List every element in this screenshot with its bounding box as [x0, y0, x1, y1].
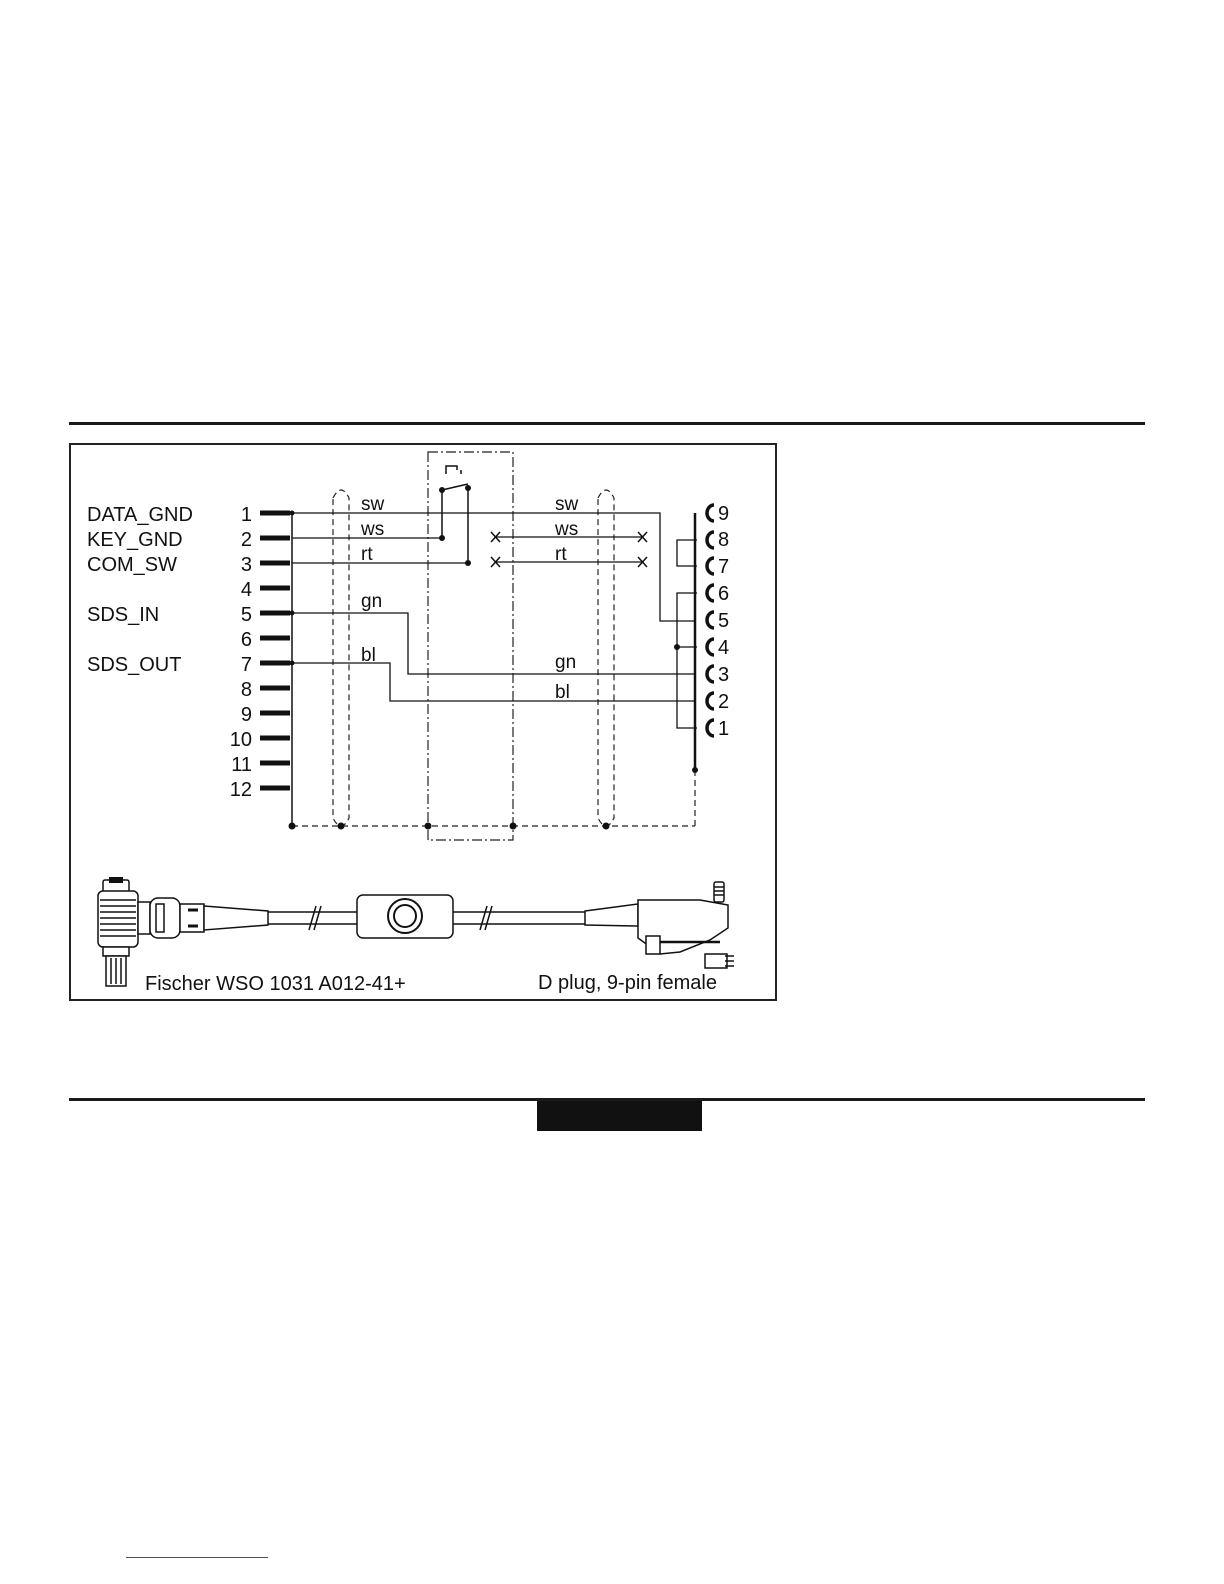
right-cable-shield	[598, 490, 614, 826]
switch-symbol	[442, 466, 468, 563]
wire-label-gn-right: gn	[555, 652, 576, 673]
right-pin-5: 5	[718, 610, 729, 632]
signal-com-sw: COM_SW	[87, 554, 177, 576]
wire-label-bl-right: bl	[555, 682, 570, 703]
wire-label-bl-left: bl	[361, 645, 376, 666]
left-pin-3: 3	[241, 554, 252, 576]
wire-label-rt-right: rt	[555, 544, 567, 565]
signal-key-gnd: KEY_GND	[87, 529, 183, 551]
wires	[292, 513, 695, 701]
fischer-plug-icon	[98, 877, 268, 986]
wire-label-ws-right: ws	[554, 519, 578, 540]
right-pin-9: 9	[718, 503, 729, 525]
wire-label-gn-left: gn	[361, 591, 382, 612]
left-pin-10: 10	[230, 729, 252, 751]
left-pin-bars	[260, 513, 290, 788]
right-pin-4: 4	[718, 637, 729, 659]
wire-label-sw-left: sw	[361, 494, 385, 515]
left-cable-shield	[333, 490, 349, 826]
left-pin-12: 12	[230, 779, 252, 801]
wire-label-ws-left: ws	[360, 519, 384, 540]
switch-housing	[428, 452, 513, 840]
cable-illustration	[98, 877, 734, 986]
signal-sds-in: SDS_IN	[87, 604, 159, 626]
left-pin-numbers: 1 2 3 4 5 6 7 8 9 10 11 12	[230, 504, 252, 801]
right-pin-1: 1	[718, 718, 729, 740]
wire-label-sw-right: sw	[555, 494, 579, 515]
left-pin-1: 1	[241, 504, 252, 526]
right-pin-3: 3	[718, 664, 729, 686]
signal-sds-out: SDS_OUT	[87, 654, 181, 676]
left-pin-4: 4	[241, 579, 252, 601]
left-pin-6: 6	[241, 629, 252, 651]
junction-dots	[289, 511, 699, 830]
left-pin-2: 2	[241, 529, 252, 551]
switch-contact-a	[439, 487, 445, 493]
left-pin-5: 5	[241, 604, 252, 626]
footer-page-block	[537, 1101, 702, 1131]
right-pin-2: 2	[718, 691, 729, 713]
d-plug-icon	[585, 882, 734, 968]
signal-data-gnd: DATA_GND	[87, 504, 193, 526]
switch-contact-b	[465, 485, 471, 491]
left-pin-8: 8	[241, 679, 252, 701]
right-pin-6: 6	[718, 583, 729, 605]
left-pin-11: 11	[231, 754, 252, 776]
right-pin-numbers: 9 8 7 6 5 4 3 2 1	[718, 503, 729, 740]
right-pin-7: 7	[718, 556, 729, 578]
right-pin-8: 8	[718, 529, 729, 551]
caption-fischer-plug: Fischer WSO 1031 A012-41+	[145, 973, 406, 995]
wire-label-rt-left: rt	[361, 544, 373, 565]
right-sockets	[707, 505, 714, 736]
footer-link-underline[interactable]	[126, 1557, 268, 1558]
caption-d-plug: D plug, 9-pin female	[538, 972, 717, 994]
left-pin-9: 9	[241, 704, 252, 726]
left-pin-7: 7	[241, 654, 252, 676]
